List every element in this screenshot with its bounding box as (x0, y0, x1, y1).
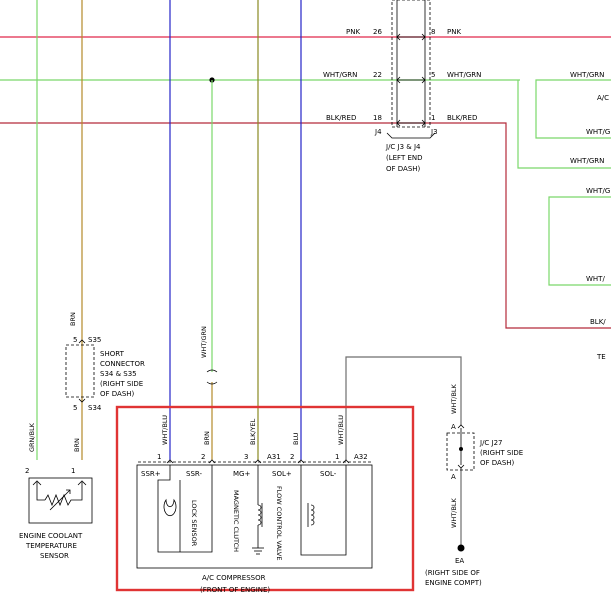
comp-conn-2: A32 (354, 453, 368, 461)
compressor-highlight-box (115, 405, 415, 592)
sensor-wire-right: BRN (73, 438, 81, 452)
short-caption-1: SHORT (100, 350, 125, 358)
comp-pin-5: 1 (335, 453, 339, 461)
right-label-2: A/C (597, 94, 609, 102)
ground-label: EA (455, 557, 464, 565)
sensor-caption-1: ENGINE COOLANT (19, 532, 83, 540)
ground-point (457, 544, 465, 552)
short-caption-2: CONNECTOR (100, 360, 145, 368)
jc27-caption-1: J/C J27 (479, 439, 503, 447)
term-mg-plus: MG+ (233, 470, 250, 478)
jc-conn-right: J3 (430, 128, 438, 136)
jc-row2-pin-right: 5 (431, 71, 435, 79)
wire-blk-red (0, 122, 611, 329)
jc-row2-label-right: WHT/GRN (447, 71, 481, 79)
jc-caption-2: (LEFT END (386, 154, 423, 162)
inline-connector (206, 369, 218, 385)
comp-pin-1: 1 (157, 453, 161, 461)
right-box-lower (548, 196, 611, 286)
sensor-caption-2: TEMPERATURE (25, 542, 77, 550)
short-caption-4: (RIGHT SIDE (100, 380, 143, 388)
compressor-body (136, 464, 373, 569)
right-box-upper (535, 79, 611, 139)
term-ssr-minus: SSR- (186, 470, 202, 478)
right-label-5: WHT/G (586, 187, 610, 195)
flow-valve-symbol (300, 465, 347, 556)
short-caption-3: S34 & S35 (100, 370, 137, 378)
jc-row3-pin-right: 1 (431, 114, 435, 122)
comp-conn-1: A31 (267, 453, 281, 461)
lock-sensor-symbol (157, 465, 213, 553)
jc-row3-label-left: BLK/RED (326, 114, 356, 122)
magnetic-clutch-symbol (252, 465, 264, 555)
jc27-caption-2: (RIGHT SIDE (480, 449, 523, 457)
sensor-pin-left: 2 (25, 467, 29, 475)
term-sol-minus: SOL- (320, 470, 337, 478)
term-ssr-plus: SSR+ (141, 470, 161, 478)
short-pin-bottom: 5 (73, 404, 77, 412)
short-id-bottom: S34 (88, 404, 102, 412)
jc27-wire-top: WHT/BLK (450, 383, 458, 414)
lock-sensor-label: LOCK SENSOR (190, 500, 198, 547)
flow-valve-label: FLOW CONTROL VALVE (275, 486, 283, 560)
jc27-pin-bottom: A (451, 473, 456, 481)
jc-conn-left: J4 (374, 128, 382, 136)
sensor-caption-3: SENSOR (40, 552, 69, 560)
short-wire-label: BRN (69, 312, 77, 326)
wht-grn-drop-label: WHT/GRN (200, 326, 208, 358)
right-label-1: WHT/GRN (570, 71, 604, 79)
jc-row1-label-left: PNK (346, 28, 360, 36)
jc-row2-label-left: WHT/GRN (323, 71, 357, 79)
term-sol-plus: SOL+ (272, 470, 292, 478)
right-label-7: BLK/ (590, 318, 606, 326)
right-label-6: WHT/ (586, 275, 605, 283)
magnetic-clutch-label: MAGNETIC CLUTCH (232, 490, 240, 552)
sensor-pin-right: 1 (71, 467, 75, 475)
ground-caption-1: (RIGHT SIDE OF (425, 569, 480, 577)
coolant-sensor (28, 477, 93, 524)
comp-wire-3: BLK/YEL (249, 418, 257, 445)
comp-pin-2: 2 (201, 453, 205, 461)
jc-j3-j4 (386, 0, 436, 139)
jc-row3-pin-left: 18 (373, 114, 382, 122)
comp-wire-4: BLU (292, 432, 300, 445)
right-label-4: WHT/GRN (570, 157, 604, 165)
jc27-pin-top: A (451, 423, 456, 431)
compressor-caption-1: A/C COMPRESSOR (202, 574, 266, 582)
jc-row1-pin-left: 26 (373, 28, 382, 36)
jc-row1-pin-right: 8 (431, 28, 435, 36)
short-pin-top: 5 (73, 336, 77, 344)
jc-caption-3: OF DASH) (386, 165, 421, 173)
jc-row2-pin-left: 22 (373, 71, 382, 79)
comp-pin-3: 3 (244, 453, 248, 461)
jc27-caption-3: OF DASH) (480, 459, 515, 467)
jc27-wire-bottom: WHT/BLK (450, 497, 458, 528)
wire-gray (345, 356, 462, 460)
comp-wire-2: BRN (203, 431, 211, 445)
wire-wht-grn-branch (517, 80, 611, 169)
short-caption-5: OF DASH) (100, 390, 135, 398)
short-id-top: S35 (88, 336, 101, 344)
sensor-wire-left: GRN/BLK (28, 422, 36, 452)
comp-pin-4: 2 (290, 453, 294, 461)
jc-j27 (446, 424, 475, 471)
compressor-caption-2: (FRONT OF ENGINE) (200, 586, 270, 594)
comp-wire-5: WHT/BLU (337, 415, 345, 445)
right-label-3: WHT/G (586, 128, 610, 136)
ground-caption-2: ENGINE COMPT) (425, 579, 482, 587)
jc-row3-label-right: BLK/RED (447, 114, 477, 122)
right-label-8: TE (596, 353, 606, 361)
comp-terminals (166, 459, 350, 464)
jc-caption-1: J/C J3 & J4 (385, 143, 421, 151)
comp-wire-1: WHT/BLU (161, 415, 169, 445)
jc-row1-label-right: PNK (447, 28, 461, 36)
short-connector (65, 339, 95, 403)
